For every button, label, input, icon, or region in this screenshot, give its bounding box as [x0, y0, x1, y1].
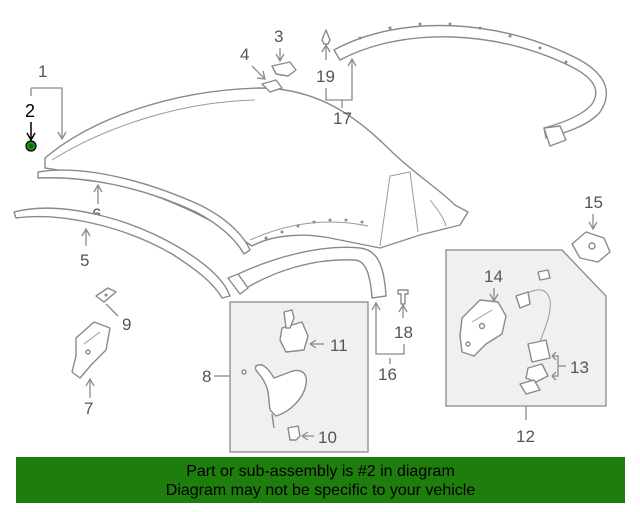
callout-13[interactable]: 13	[570, 358, 589, 377]
callout-4[interactable]: 4	[240, 45, 249, 64]
clip-part-9	[95, 287, 117, 303]
callout-17[interactable]: 17	[333, 109, 352, 128]
bracket-part-15	[571, 231, 611, 263]
callout-5[interactable]: 5	[80, 251, 89, 270]
weatherstrip-6	[37, 169, 251, 255]
callout-15[interactable]: 15	[584, 193, 603, 212]
highlighted-part-2[interactable]	[25, 122, 37, 152]
subassembly-box-8	[229, 301, 369, 453]
fastener-19	[321, 29, 331, 45]
callout-3[interactable]: 3	[274, 27, 283, 46]
callout-11[interactable]: 11	[330, 336, 348, 355]
side-rail-16	[227, 246, 387, 299]
callout-8[interactable]: 8	[202, 367, 211, 386]
callout-19[interactable]: 19	[316, 67, 335, 86]
bracket-part-7	[71, 321, 111, 379]
callout-16[interactable]: 16	[378, 365, 397, 384]
convertible-top-diagram: 1 2 6	[13, 22, 611, 453]
clip-part-4	[261, 79, 283, 93]
callout-2[interactable]: 2	[25, 101, 35, 121]
notice-banner: Part or sub-assembly is #2 in diagram Di…	[16, 457, 625, 503]
notice-line-2: Diagram may not be specific to your vehi…	[165, 482, 476, 499]
callout-7[interactable]: 7	[84, 399, 93, 418]
convertible-top-body	[44, 87, 469, 249]
callout-18[interactable]: 18	[394, 323, 413, 342]
callout-1-leader	[30, 87, 67, 141]
bolt-part-18	[397, 289, 409, 305]
callout-9[interactable]: 9	[122, 315, 131, 334]
callout-14[interactable]: 14	[484, 267, 503, 286]
subassembly-box-12	[445, 249, 607, 407]
callout-10[interactable]: 10	[318, 428, 337, 447]
notice-line-1: Part or sub-assembly is #2 in diagram	[186, 463, 455, 480]
roof-rail-17	[333, 22, 608, 147]
callout-1[interactable]: 1	[38, 62, 47, 81]
callout-12[interactable]: 12	[516, 427, 535, 446]
clip-part-3	[271, 61, 297, 77]
weatherstrip-5	[13, 207, 231, 299]
